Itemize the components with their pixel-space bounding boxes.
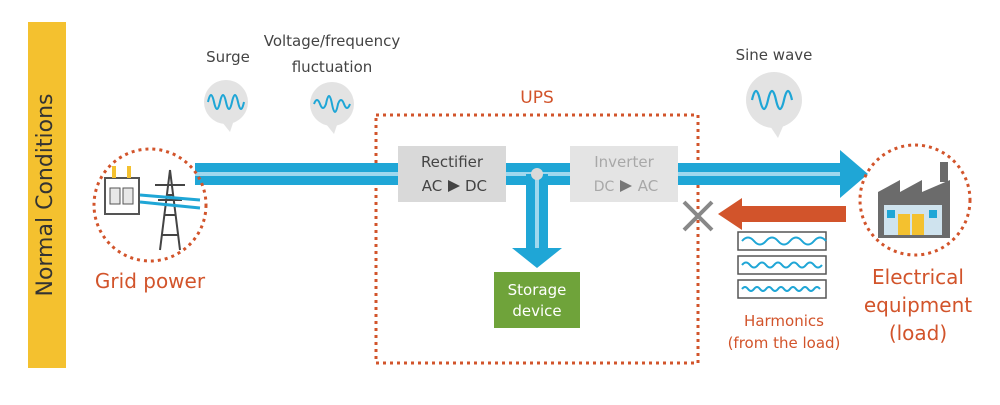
svg-text:device: device [512,302,561,320]
condition-label: Normal Conditions [33,93,58,296]
svg-text:equipment: equipment [864,293,972,317]
ups-boundary [374,113,700,365]
flow-arrowhead [840,150,868,198]
inverter-box [570,146,678,202]
storage-arrowhead [512,248,562,268]
surge-label: Surge [206,48,250,66]
grid-tower-icon [104,166,201,251]
ups-label: UPS [520,88,554,108]
condition-band [28,22,66,368]
fluctuation-bubble [310,82,354,134]
svg-text:Harmonics: Harmonics [744,312,824,330]
rectifier-arrow-icon [448,180,460,192]
rectifier-box [398,146,506,202]
factory-icon [878,162,950,238]
svg-text:DC: DC [465,177,487,195]
fluctuation-label-1: Voltage/frequency [264,32,401,50]
svg-text:(from the load): (from the load) [728,334,841,352]
load-circle [858,143,972,257]
fluctuation-label-2: fluctuation [292,58,373,76]
inverter-title: Inverter [594,153,654,171]
harmonics-panel-icon [737,231,827,299]
svg-text:AC: AC [638,177,658,195]
sine-wave-label: Sine wave [736,46,813,64]
svg-text:Storage: Storage [508,281,567,299]
rectifier-title: Rectifier [421,153,484,171]
surge-bubble [204,80,248,132]
grid-power-label: Grid power [95,269,206,293]
svg-text:AC: AC [422,177,442,195]
inverter-arrow-icon [620,180,632,192]
storage-device-box [494,272,580,328]
grid-power-circle [92,147,208,263]
sine-wave-bubble [746,72,802,138]
svg-text:(load): (load) [889,321,947,345]
svg-text:Electrical: Electrical [872,265,964,289]
blocked-x-icon [682,200,714,232]
svg-text:DC: DC [594,179,615,195]
harmonics-arrow [738,206,846,222]
